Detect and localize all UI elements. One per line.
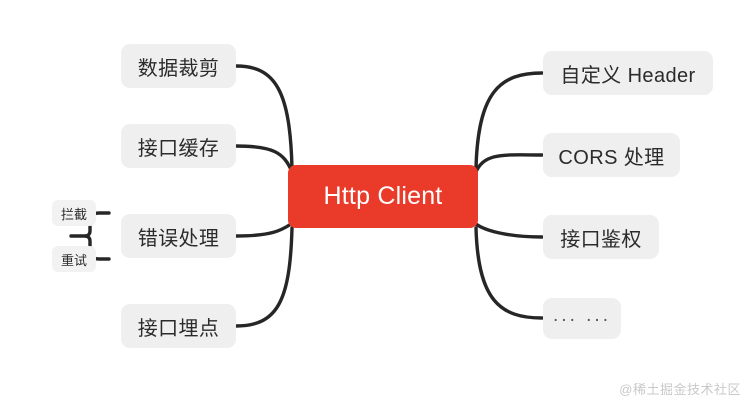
edge-center-to-ellipsis — [474, 226, 544, 320]
node-left-cuowuchuli-label: 错误处理 — [137, 227, 220, 250]
edge-center-to-shujucaijian — [234, 64, 294, 170]
center-node-http-client[interactable]: Http Client — [288, 165, 478, 228]
subnode-lanjie-label: 拦截 — [60, 206, 87, 222]
center-node-label: Http Client — [323, 182, 443, 210]
node-right-ellipsis-label: ... ... — [553, 304, 611, 326]
subnode-chongshi[interactable]: 重试 — [52, 246, 96, 272]
edge-center-to-jiekoumaidian — [234, 226, 294, 328]
node-left-cuowuchuli[interactable]: 错误处理 — [121, 214, 236, 258]
node-left-jiekouhuancun-label: 接口缓存 — [137, 137, 220, 160]
edge-center-to-cors-chuli — [474, 153, 544, 174]
node-left-jiekoumaidian-label: 接口埋点 — [137, 317, 220, 340]
edge-center-to-jiekoujianquan — [474, 222, 544, 239]
subnode-lanjie[interactable]: 拦截 — [52, 200, 96, 226]
node-right-zidingyi-header[interactable]: 自定义 Header — [543, 51, 713, 95]
node-left-shujucaijian[interactable]: 数据裁剪 — [121, 44, 236, 88]
edge-center-to-jiekouhuancun — [234, 144, 294, 174]
edge-center-to-cuowuchuli — [234, 222, 293, 238]
subnode-chongshi-label: 重试 — [60, 252, 87, 268]
node-right-jiekoujianquan-label: 接口鉴权 — [560, 228, 642, 251]
node-left-jiekoumaidian[interactable]: 接口埋点 — [121, 304, 236, 348]
node-left-jiekouhuancun[interactable]: 接口缓存 — [121, 124, 236, 168]
node-right-zidingyi-header-label: 自定义 Header — [560, 64, 696, 87]
node-right-cors-chuli-label: CORS 处理 — [558, 146, 665, 169]
edge-center-to-zidingyi-header — [474, 71, 544, 170]
node-right-cors-chuli[interactable]: CORS 处理 — [543, 133, 680, 177]
node-left-shujucaijian-label: 数据裁剪 — [137, 57, 220, 80]
watermark: @稀土掘金技术社区 — [619, 379, 741, 398]
watermark-label: @稀土掘金技术社区 — [619, 382, 741, 397]
node-right-jiekoujianquan[interactable]: 接口鉴权 — [543, 215, 659, 259]
node-right-ellipsis[interactable]: ... ... — [543, 298, 621, 339]
